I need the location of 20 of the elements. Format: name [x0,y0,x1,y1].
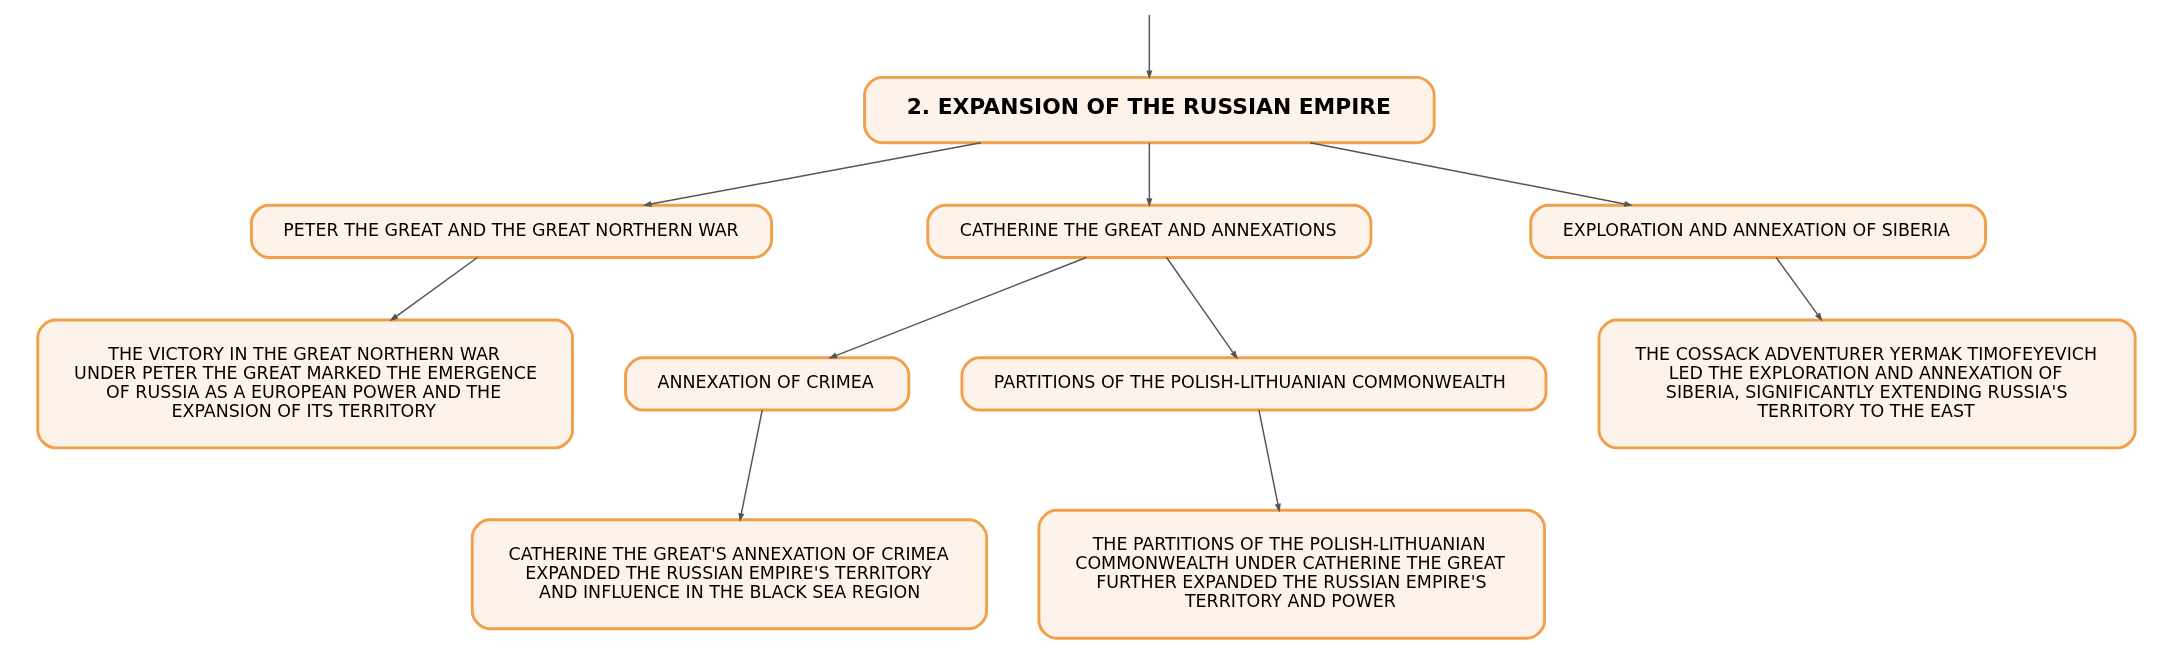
arrow [1165,256,1238,360]
node-box: ANNEXATION OF CRIMEA [623,356,910,412]
node-box: PETER THE GREAT AND THE GREAT NORTHERN WAR [249,203,773,259]
node-box: 2. EXPANSION OF THE RUSSIAN EMPIRE [862,75,1436,145]
node-box: EXPLORATION AND ANNEXATION OF SIBERIA [1528,203,1987,259]
arrow [1145,14,1152,80]
arrow [1257,409,1281,513]
arrow [1308,142,1633,207]
node-box: CATHERINE THE GREAT AND ANNEXATIONS [925,203,1372,259]
node-box: THE PARTITIONS OF THE POLISH-LITHUANIAN COMMONWEALTH UNDER CATHERINE THE GREAT FURTHER EXPANDED THE RUSSIAN EMPIRE'S TERRITORY AND POWER [1036,508,1546,640]
node-box: CATHERINE THE GREAT'S ANNEXATION OF CRIMEA EXPANDED THE RUSSIAN EMPIRE'S TERRITORY AND INFLUENCE IN THE BLACK SEA REGION [470,518,988,631]
node-box: THE VICTORY IN THE GREAT NORTHERN WAR UNDER PETER THE GREAT MARKED THE EMERGENCE OF RUSSIA AS A EUROPEAN POWER AND THE EXPANSION OF ITS TERRITORY [35,318,574,450]
arrow [1145,142,1152,208]
node-box: THE COSSACK ADVENTURER YERMAK TIMOFEYEVICH LED THE EXPLORATION AND ANNEXATION OF SIBERIA, SIGNIFICANTLY EXTENDING RUSSIA'S TERRITORY TO THE EAST [1597,318,2137,450]
arrow [1774,256,1823,322]
arrow [389,256,478,322]
arrow [827,256,1087,359]
node-box: PARTITIONS OF THE POLISH-LITHUANIAN COMMONWEALTH [959,356,1547,412]
arrow [737,409,763,522]
arrow [642,142,982,207]
